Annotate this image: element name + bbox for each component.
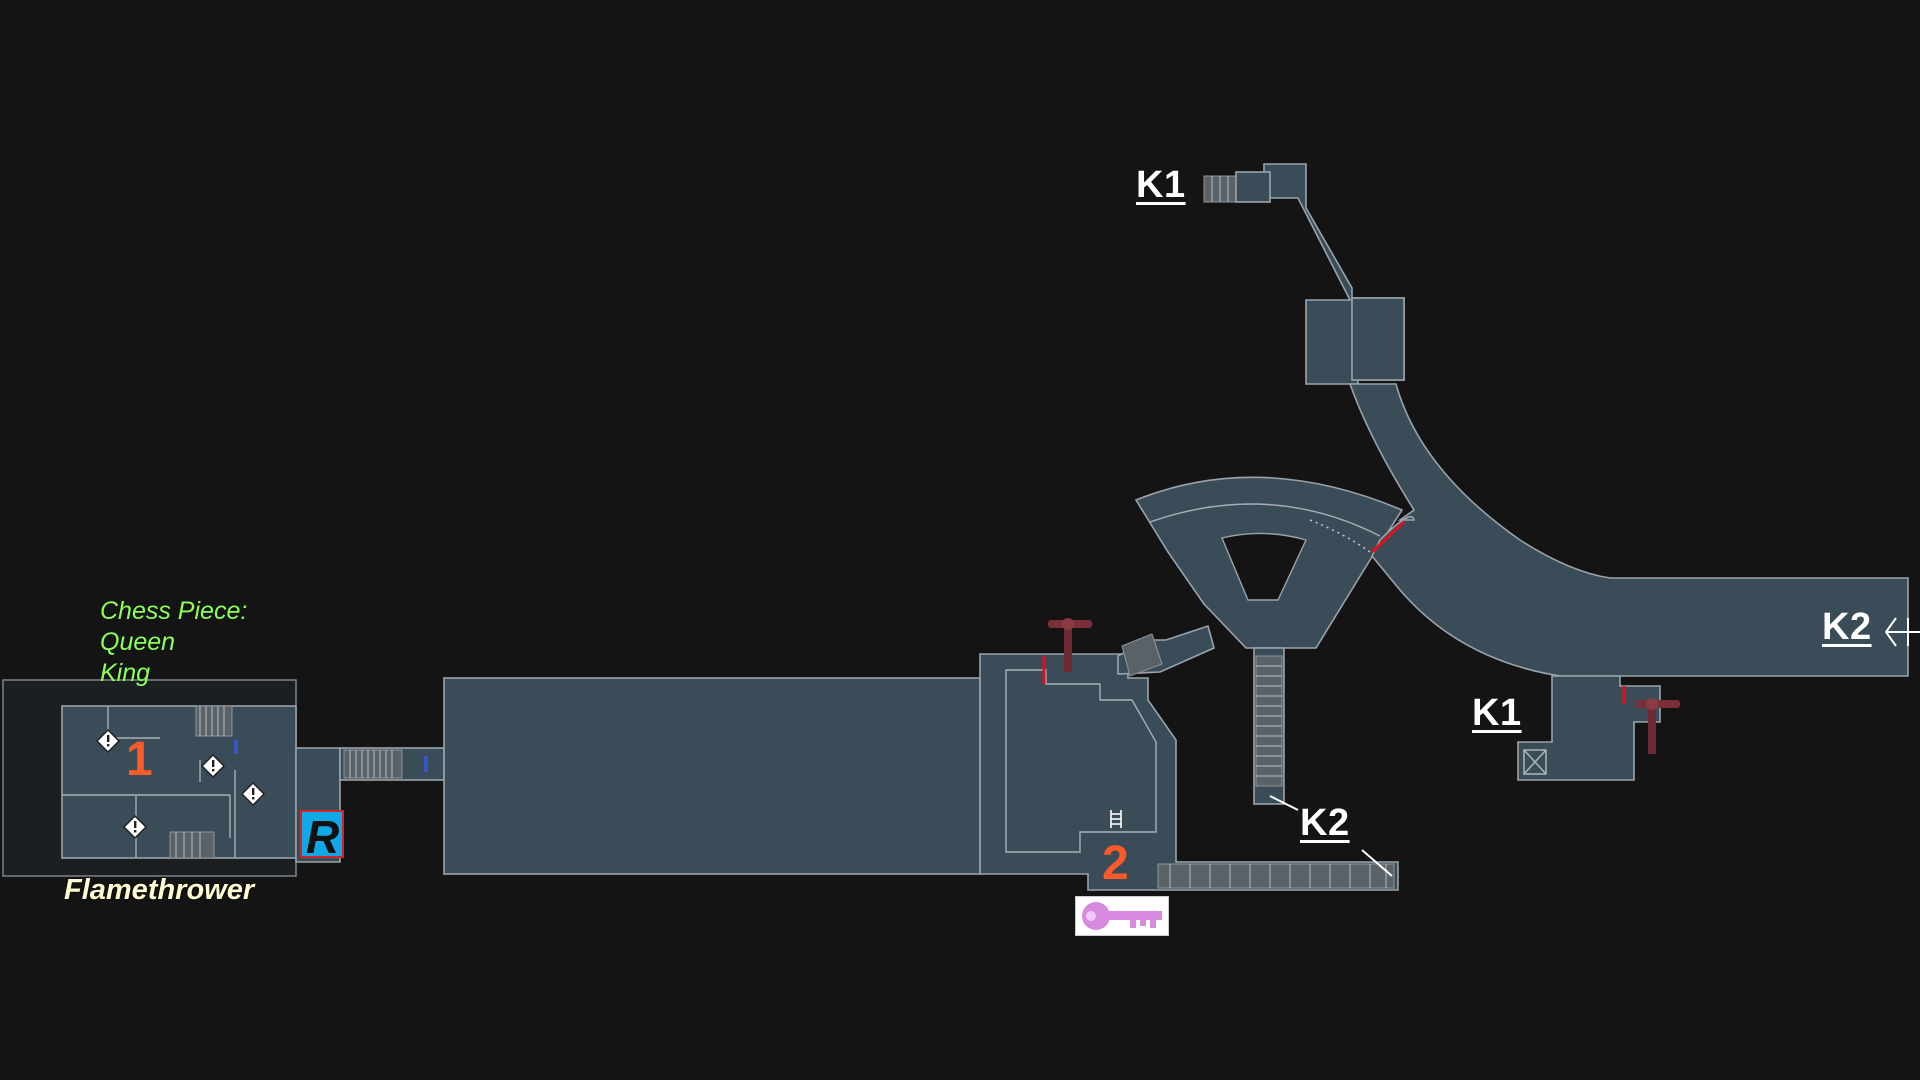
room-2-complex xyxy=(979,653,1399,891)
save-point-letter: R xyxy=(306,811,340,863)
north-corridor-link xyxy=(1235,171,1271,203)
east-lower-room xyxy=(1517,675,1661,781)
save-point-icon[interactable]: R xyxy=(300,810,344,863)
weapon-label: Flamethrower xyxy=(64,874,255,906)
k2-right-label: K2 xyxy=(1822,606,1872,648)
main-hall xyxy=(443,677,981,875)
west-corridor-stairs xyxy=(343,749,403,779)
k2-leader-top xyxy=(1269,795,1299,811)
chess-piece-king: King xyxy=(100,659,151,687)
hazard-icon-marks xyxy=(107,735,255,833)
k2-leader-bottom xyxy=(1361,849,1393,877)
chess-piece-note: Chess Piece: Queen King xyxy=(100,596,247,689)
room-1-number: 1 xyxy=(126,733,153,786)
k2-center-label: K2 xyxy=(1300,802,1350,844)
chess-piece-title: Chess Piece: xyxy=(100,597,248,625)
room-2-number: 2 xyxy=(1102,837,1129,890)
hub-south-stairs xyxy=(1255,655,1283,787)
ladder-icon xyxy=(1110,810,1122,828)
turret-icon xyxy=(1048,618,1092,672)
central-hub-arc xyxy=(1149,503,1381,537)
key-item[interactable] xyxy=(1075,896,1169,936)
east-corridor xyxy=(1348,383,1909,677)
room-1-blue-door xyxy=(234,740,238,754)
hub-connector-stairs xyxy=(1121,633,1163,677)
k1-right-label: K1 xyxy=(1472,692,1522,734)
key-icon xyxy=(1082,902,1162,930)
room-1-stairs-bottom xyxy=(169,831,215,859)
turret-icon xyxy=(1636,698,1680,754)
east-corridor-red-door xyxy=(1370,520,1406,554)
room-2-inner-walls xyxy=(1005,669,1157,853)
k1-top-label: K1 xyxy=(1136,164,1186,206)
north-annex xyxy=(1351,297,1405,381)
exit-arrow-icon xyxy=(1884,617,1920,647)
west-corridor-blue-door xyxy=(424,756,428,772)
room-1-stairs-top xyxy=(195,705,233,737)
central-hub-dotted xyxy=(1309,519,1371,553)
crate-icon xyxy=(1523,749,1547,775)
north-corridor-stairs xyxy=(1203,175,1241,203)
room-2-south-stairs xyxy=(1157,863,1395,889)
central-hub-inner xyxy=(1221,532,1307,601)
chess-piece-queen: Queen xyxy=(100,628,176,656)
